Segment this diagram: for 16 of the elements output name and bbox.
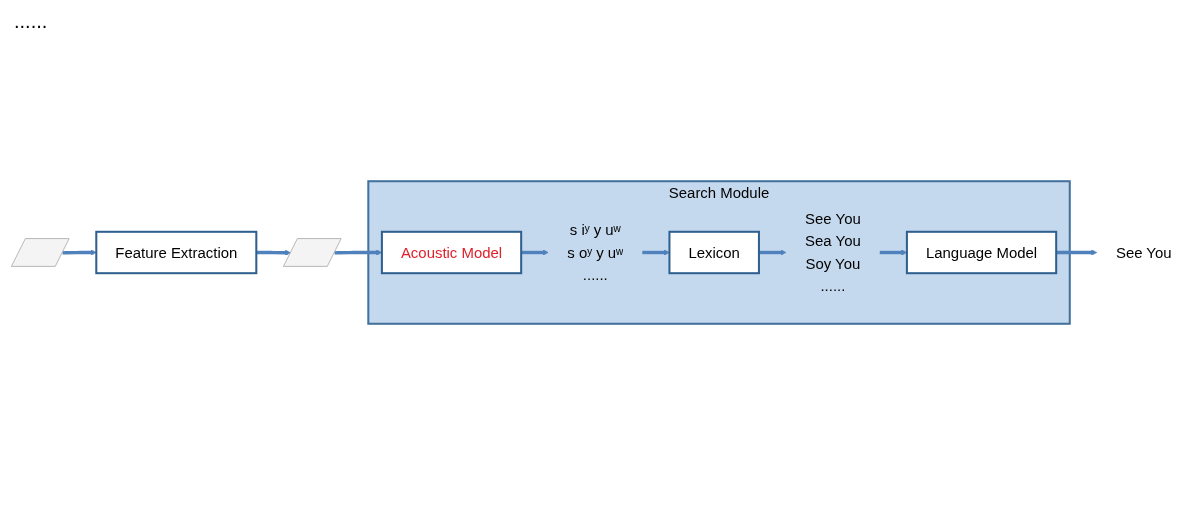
node-picture (11, 238, 70, 267)
arrow (521, 249, 549, 256)
node-box: Language Model (905, 230, 1058, 275)
node-text: See You Sea You Soy You ...... (805, 210, 861, 295)
node-box: Feature Extraction (95, 230, 258, 275)
node-picture (283, 238, 342, 267)
arrow (256, 249, 292, 256)
arrow (62, 249, 97, 256)
node-text: s iʸ y uʷ s oʸ y uʷ ...... (567, 221, 624, 284)
arrow (758, 249, 787, 256)
arrow (1056, 249, 1098, 256)
note-text: ...... (14, 10, 48, 33)
node-box: Lexicon (668, 230, 760, 275)
node-text: See You (1115, 244, 1172, 261)
arrow (642, 249, 670, 256)
node-box: Acoustic Model (380, 230, 523, 275)
